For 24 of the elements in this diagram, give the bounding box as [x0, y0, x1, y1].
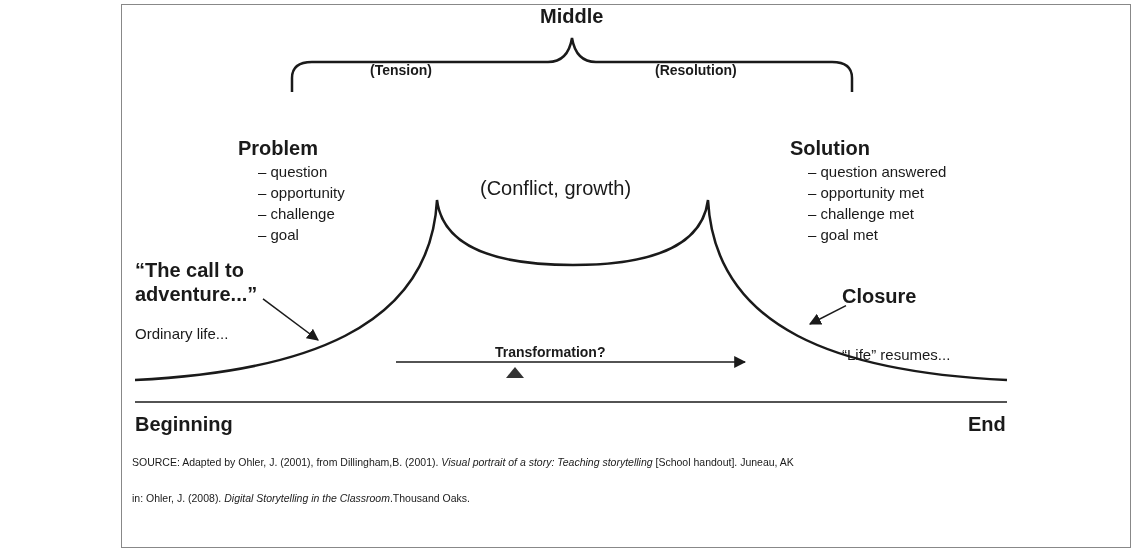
arrow-label: Transformation?	[495, 344, 606, 362]
leader-arrow	[262, 298, 319, 341]
list-item: – challenge	[258, 205, 335, 224]
heading: Problem	[238, 136, 319, 161]
heading: Middle	[540, 4, 604, 29]
note: Ordinary life...	[135, 325, 229, 344]
source-note: in: Ohler, J. (2008). Digital Storytelling in the Classroom.Thousand Oaks.	[132, 492, 470, 506]
list-item: – opportunity met	[808, 184, 924, 203]
list-item: – question	[258, 163, 328, 182]
leader-arrow	[808, 304, 847, 325]
list-item: – opportunity	[258, 184, 345, 203]
callout-text: Closure	[842, 284, 922, 308]
list-item: – goal met	[808, 226, 879, 245]
curve-label: (Conflict, growth)	[480, 176, 632, 201]
list-item: – question answered	[808, 163, 947, 182]
heading: Solution	[790, 136, 870, 161]
list-item: – goal	[258, 226, 299, 245]
source-note: SOURCE: Adapted by Ohler, J. (2001), from Dillingham,B. (2001). Visual portrait of a story: Teaching storytelling [School handout]. Juneau, AK	[132, 456, 794, 470]
section-label: (Resolution)	[655, 62, 737, 80]
list-item: – challenge met	[808, 205, 914, 224]
section-label: (Tension)	[370, 62, 432, 80]
callout-text: “The call to adventure...”	[135, 258, 263, 306]
axis-label: Beginning	[135, 412, 233, 437]
axis-label: End	[968, 412, 1006, 437]
